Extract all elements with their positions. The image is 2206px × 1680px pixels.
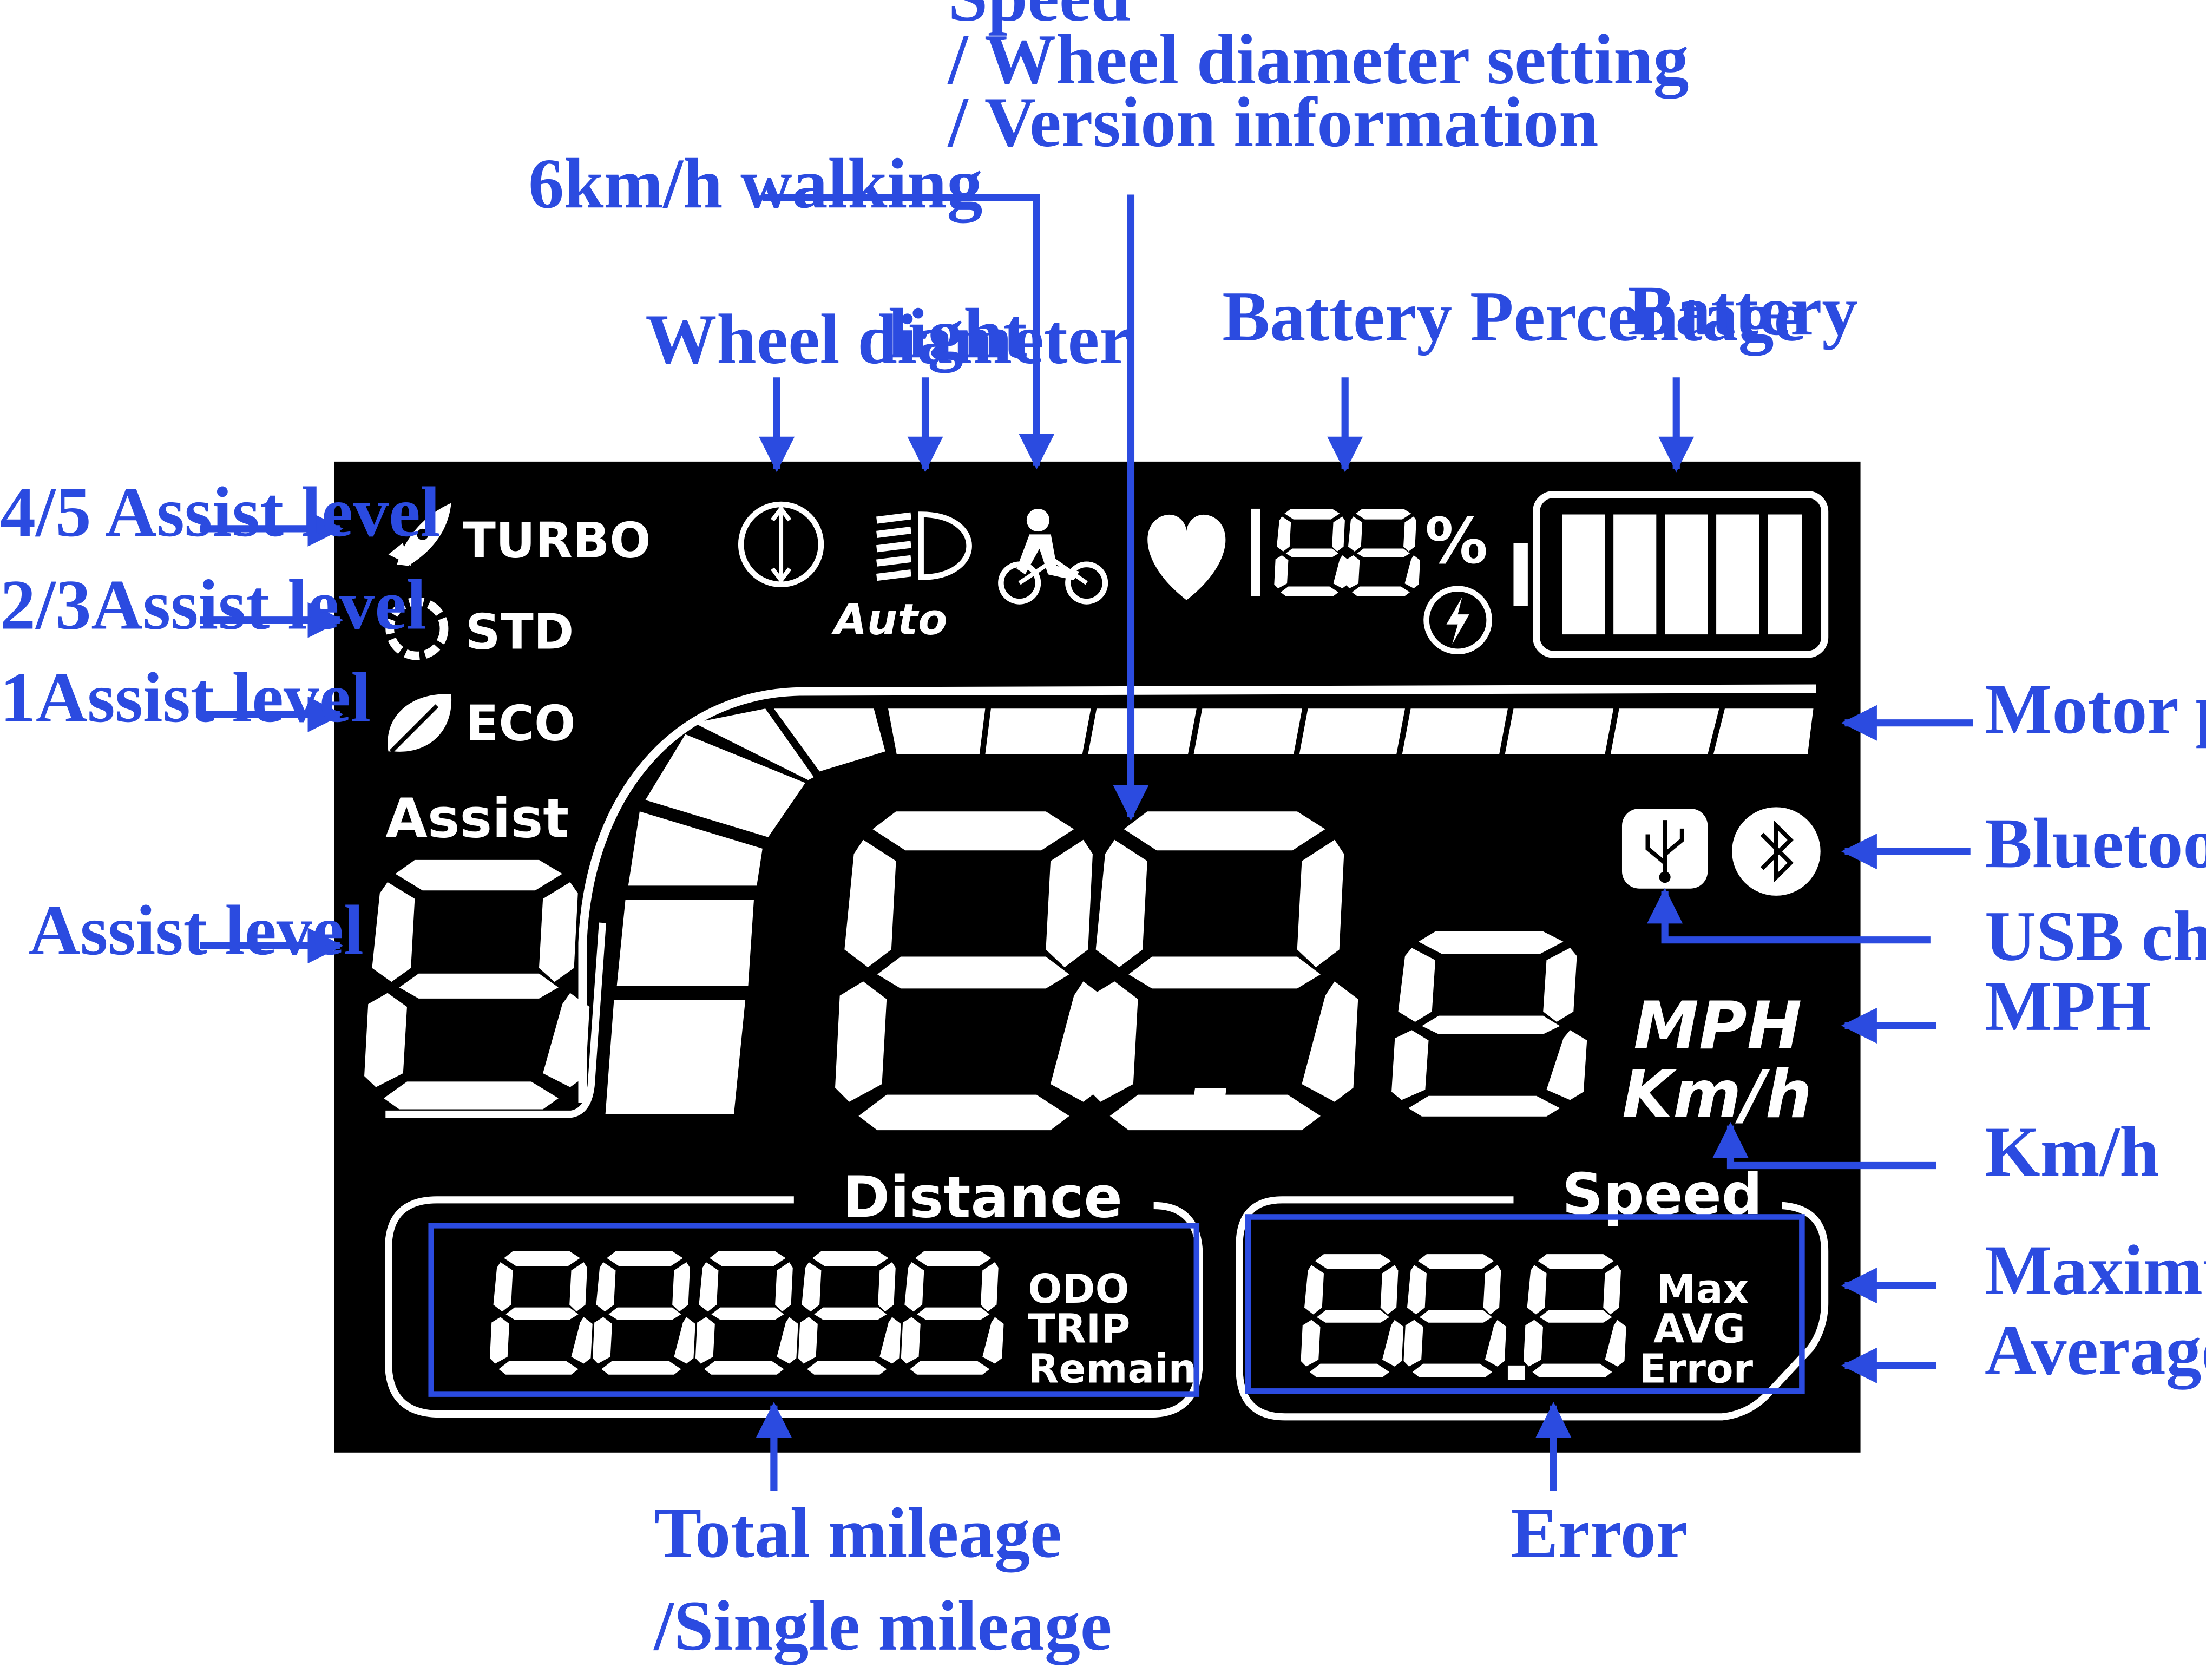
callout-std-level: 2/3Assist level xyxy=(0,565,426,645)
light-auto-label: Auto xyxy=(831,595,948,645)
battery-percent-digits xyxy=(1251,508,1420,596)
callout-motor-power: Motor power xyxy=(1985,669,2206,749)
unit-kmh: Km/h xyxy=(1622,1056,1812,1133)
wheel-diameter-icon xyxy=(738,501,824,588)
headlight-icon xyxy=(876,511,972,581)
speed-mode-avg: AVG xyxy=(1653,1306,1745,1353)
callout-avg-speed: Average speed xyxy=(1985,1310,2206,1390)
percent-sign: % xyxy=(1425,505,1488,578)
callout-assist-level: Assist level xyxy=(29,890,364,970)
callout-single-mileage: /Single mileage xyxy=(653,1586,1112,1665)
distance-label: Distance xyxy=(843,1164,1122,1230)
distance-mode-remain: Remain xyxy=(1028,1346,1197,1393)
assist-frame xyxy=(385,922,606,1118)
callout-wheel-diameter: Wheel diameter xyxy=(645,299,1131,379)
callout-kmh: Km/h xyxy=(1985,1112,2159,1191)
mode-turbo: TURBO xyxy=(463,513,651,569)
heart-icon xyxy=(1147,514,1226,600)
callout-version: / Version information xyxy=(947,82,1599,162)
callout-battery: Battery xyxy=(1628,271,1858,350)
callout-light: light xyxy=(888,293,1027,373)
unit-mph: MPH xyxy=(1633,987,1802,1064)
stat-speed-digits xyxy=(1301,1254,1626,1380)
callout-usb: USB charging xyxy=(1985,896,2206,976)
callout-max-speed: Maximum speed xyxy=(1985,1230,2206,1310)
speed-digits xyxy=(835,811,1587,1131)
distance-mode-odo: ODO xyxy=(1028,1266,1129,1312)
speed-frame xyxy=(1236,1196,1829,1421)
gear-icon xyxy=(385,597,449,660)
distance-highlight-box xyxy=(428,1223,1200,1397)
callout-wheel-setting: / Wheel diameter setting xyxy=(947,19,1689,99)
motor-power-bar xyxy=(578,684,1816,1114)
walking-bike-icon xyxy=(998,508,1108,605)
mode-eco: ECO xyxy=(465,695,575,752)
callout-mph: MPH xyxy=(1985,966,2151,1046)
mode-std: STD xyxy=(465,604,574,660)
callout-walking: 6km/h walking xyxy=(528,143,982,223)
distance-mode-trip: TRIP xyxy=(1028,1306,1130,1353)
callout-error: Error xyxy=(1511,1493,1688,1572)
battery-icon xyxy=(1513,490,1829,658)
speed-mode-error: Error xyxy=(1639,1346,1754,1393)
callout-battery-percentage: Battery Percentage xyxy=(1222,277,1805,356)
usb-icon xyxy=(1621,808,1708,889)
callout-total-mileage: Total mileage xyxy=(654,1493,1061,1572)
lightning-icon xyxy=(1423,586,1492,655)
assist-label: Assist xyxy=(385,787,569,850)
callout-speed: Speed xyxy=(948,0,1131,36)
callout-arrows xyxy=(200,194,1973,1492)
speed-mode-max: Max xyxy=(1656,1266,1749,1312)
callout-turbo-level: 4/5 Assist level xyxy=(0,472,440,552)
leaf-icon xyxy=(388,694,452,753)
rocket-icon xyxy=(388,503,451,566)
speed-highlight-box xyxy=(1245,1214,1805,1394)
callout-eco-level: 1Assist level xyxy=(0,658,371,737)
callout-bluetooth: Bluetooth xyxy=(1985,803,2206,883)
bluetooth-icon xyxy=(1732,807,1821,896)
